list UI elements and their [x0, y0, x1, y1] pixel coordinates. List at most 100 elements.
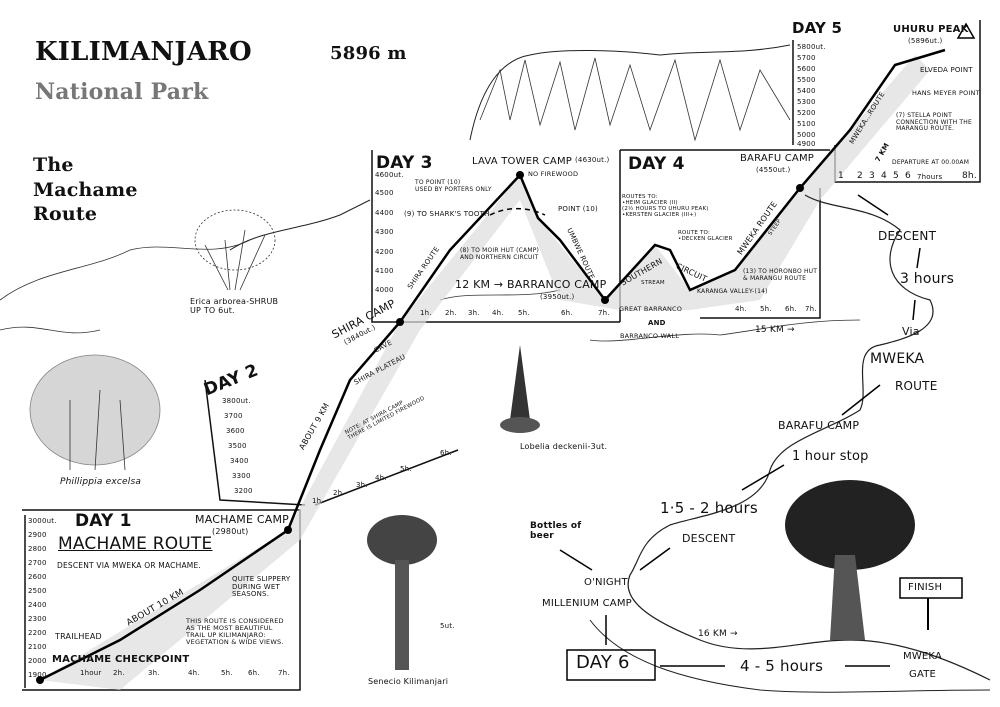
day1-label: DAY 1: [75, 511, 132, 531]
mweka-label: MWEKA: [870, 351, 925, 367]
time-tick: 4h.: [735, 305, 747, 313]
map-subtitle: National Park: [35, 79, 209, 105]
time-tick: 6h.: [561, 309, 573, 317]
elev-tick: 5000: [797, 131, 816, 139]
elev-tick: 5300: [797, 98, 816, 106]
time-tick: 1h.: [312, 497, 324, 505]
mountain-outline: [229, 44, 791, 251]
lava-tower-elev: (4630ut.): [575, 156, 610, 164]
elev-tick: 5800ut.: [797, 43, 826, 51]
descent-path: [627, 194, 991, 681]
descent-time-label: 1·5 - 2 hours: [660, 499, 758, 517]
day6-distance: 16 KM →: [698, 629, 738, 639]
elev-tick: 5400: [797, 87, 816, 95]
uhuru-peak-elev: (5896ut.): [908, 37, 943, 45]
decken-note: ROUTE TO: •DECKEN GLACIER: [678, 230, 733, 243]
elev-tick: 4300: [375, 228, 394, 236]
elev-tick: 3300: [232, 472, 251, 480]
elev-tick: 2300: [28, 615, 47, 623]
map-title: KILIMANJARO: [35, 37, 252, 67]
barafu-camp-descent-label: BARAFU CAMP: [778, 419, 860, 432]
route-title-2: Machame: [33, 179, 138, 201]
descent2-label: DESCENT: [682, 532, 736, 545]
erica-shrub-icon: [194, 209, 276, 291]
elev-tick: 4200: [375, 248, 394, 256]
elev-tick: 3600: [226, 427, 245, 435]
elev-tick: 3800ut.: [222, 397, 251, 405]
day6-box: [566, 649, 656, 681]
barranco-distance: 12 Km → BARRANCO CAMP: [455, 278, 607, 291]
elveda-point-label: ELVEDA POINT: [920, 66, 973, 74]
summit-triangle-icon: [956, 22, 976, 39]
day4-distance: 15 KM →: [755, 325, 795, 335]
route-line: [39, 48, 946, 682]
lava-tower-label: LAVA TOWER CAMP: [472, 156, 573, 167]
descent-label: DESCENT: [878, 229, 937, 243]
time-tick: 5h.: [221, 669, 233, 677]
day3-label: DAY 3: [376, 153, 433, 173]
elev-tick: 5200: [797, 109, 816, 117]
day5-label: DAY 5: [792, 19, 843, 37]
finish-sign: [899, 577, 963, 599]
time-tick: 7hours: [917, 173, 943, 181]
route-title-3: Route: [33, 203, 98, 225]
onight-label: O'NIGHT: [584, 577, 628, 588]
stream-label: STREAM: [641, 280, 665, 286]
day1-note: DESCENT VIA MWEKA OR MACHAME.: [57, 561, 201, 570]
time-tick: 4h.: [188, 669, 200, 677]
horombo-note: (13) TO HORONBO HUT & MARANGU ROUTE: [743, 268, 818, 282]
time-tick: 2h.: [333, 489, 345, 497]
time-tick: 2h.: [445, 309, 457, 317]
elev-tick: 4100: [375, 267, 394, 275]
erica-caption: Erica arborea-SHRUB UP TO 6ut.: [190, 297, 279, 315]
moir-hut-label: (8) TO MOIR HUT (CAMP) AND NORTHERN CIRC…: [460, 247, 540, 261]
arrows: [559, 194, 921, 667]
time-tick: 3h.: [148, 669, 160, 677]
sharks-tooth-label: (9) TO SHARK'S TOOTH: [404, 210, 490, 218]
time-tick: 2: [857, 171, 863, 181]
elev-tick: 4400: [375, 209, 394, 217]
time-tick: 7h.: [278, 669, 290, 677]
elev-tick: 2600: [28, 573, 47, 581]
elev-tick: 2200: [28, 629, 47, 637]
camp-markers: [36, 171, 804, 684]
via-label: Via: [902, 325, 920, 338]
elev-tick: 3700: [224, 412, 243, 420]
trailhead-label: TRAILHEAD: [55, 632, 102, 641]
elev-tick: 2800: [28, 545, 47, 553]
elev-tick: 3400: [230, 457, 249, 465]
time-tick: 6h.: [440, 449, 452, 457]
elev-tick: 2100: [28, 643, 47, 651]
elev-tick: 3000ut.: [28, 517, 57, 525]
time-tick: 5h.: [518, 309, 530, 317]
routes-to-note: ROUTES TO: •HEIM GLACIER (II) (2½ HOURS …: [622, 194, 709, 219]
elev-tick: 4900: [797, 140, 816, 148]
checkpoint-label: MACHAME CHECKPOINT: [52, 654, 190, 665]
machame-camp-label: MACHAME CAMP: [195, 513, 289, 526]
elev-tick: 1900: [28, 671, 47, 679]
time-tick: 5: [893, 171, 899, 181]
time-tick: 1: [838, 171, 844, 181]
day1-description: THIS ROUTE IS CONSIDERED AS THE MOST BEA…: [186, 617, 284, 647]
elev-tick: 5600: [797, 65, 816, 73]
departure-note: DEPARTURE AT 00.00AM: [892, 159, 970, 166]
uhuru-peak-label: UHURU PEAK: [893, 24, 969, 35]
day2-axis: [204, 379, 459, 506]
day4-label: DAY 4: [628, 154, 685, 174]
time-tick: 5h.: [400, 465, 412, 473]
time-tick: 5h.: [760, 305, 772, 313]
time-tick: 3h.: [356, 481, 368, 489]
elev-tick: 2000: [28, 657, 47, 665]
one-hour-stop-label: 1 hour stop: [792, 449, 869, 464]
time-tick: 4h.: [492, 309, 504, 317]
elev-tick: 2400: [28, 601, 47, 609]
finish-label: FINISH: [908, 582, 943, 593]
three-hours-label: 3 hours: [900, 271, 955, 287]
stella-point-note: (7) STELLA POINT CONNECTION WITH THE MAR…: [896, 112, 972, 133]
great-barranco-label: GREAT BARRANCO: [619, 305, 683, 313]
lobelia-plant-icon: [500, 345, 540, 433]
time-tick: 3h.: [468, 309, 480, 317]
elev-tick: 5500: [797, 76, 816, 84]
time-tick: 1hour: [80, 669, 102, 677]
